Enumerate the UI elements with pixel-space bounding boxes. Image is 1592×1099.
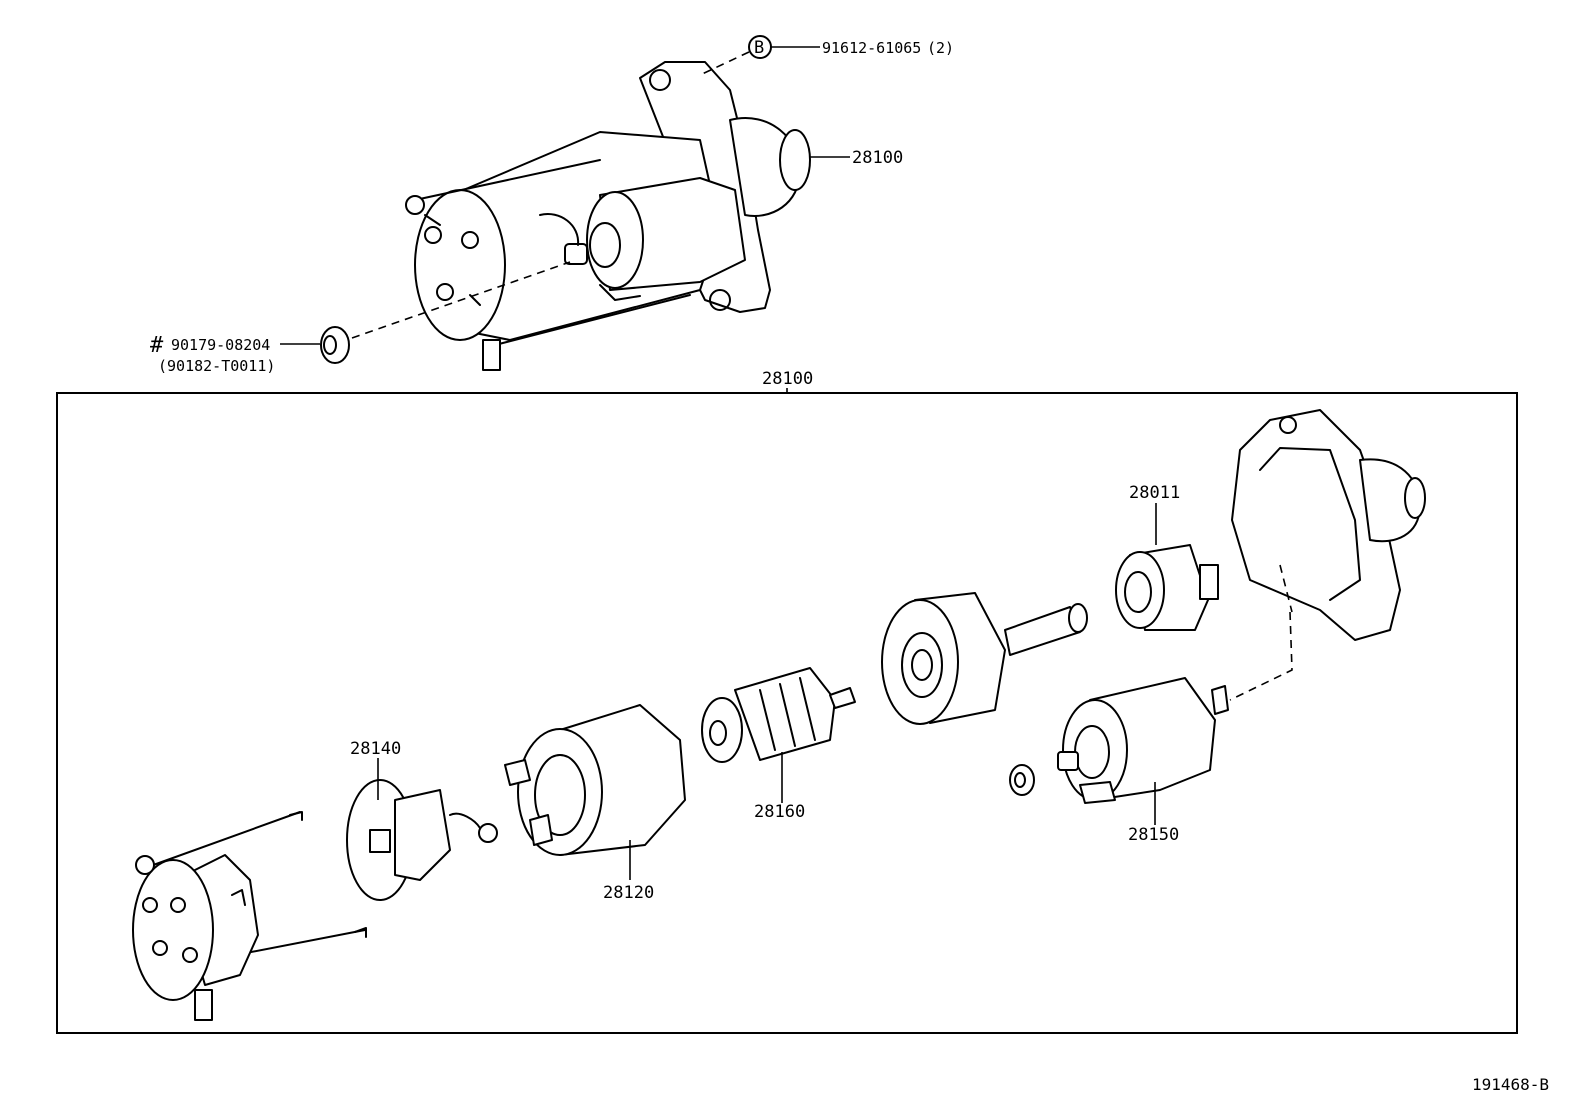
housing-leader-line [1229, 564, 1293, 701]
armature-drawing [701, 667, 856, 763]
magnetic-switch-label: 28150 [1128, 825, 1179, 845]
magnetic-switch-drawing [1009, 677, 1229, 804]
figure-code: 191468-B [1472, 1075, 1549, 1094]
nut-alt-part-number: (90182-T0011) [158, 357, 275, 375]
terminal-nut-drawing [320, 326, 350, 364]
frame-assembly-label: 28100 [762, 369, 813, 389]
starter-assembly-drawing [405, 61, 811, 371]
bolt-dashed-leader [699, 51, 750, 76]
end-frame-drawing [132, 811, 367, 1021]
brush-holder-label: 28140 [350, 739, 401, 759]
bolt-quantity: (2) [927, 39, 954, 57]
exploded-view-frame [56, 392, 1518, 1034]
drive-housing-drawing [1231, 409, 1426, 641]
armature-label: 28160 [754, 802, 805, 822]
pinion-shaft-drawing [881, 592, 1088, 725]
nut-part-number: 90179-08204 [171, 336, 270, 354]
field-yoke-label: 28120 [603, 883, 654, 903]
field-yoke-drawing [504, 704, 686, 856]
nut-leader-line [351, 261, 571, 339]
brush-holder-drawing [346, 779, 498, 901]
bolt-part-number: 91612-61065 [822, 39, 921, 57]
drive-clutch-label: 28011 [1129, 483, 1180, 503]
drive-clutch-drawing [1115, 544, 1219, 631]
bolt-b-marker-letter: B [754, 38, 764, 58]
new-part-hash: # [150, 333, 164, 358]
starter-assy-label-top: 28100 [852, 148, 903, 168]
